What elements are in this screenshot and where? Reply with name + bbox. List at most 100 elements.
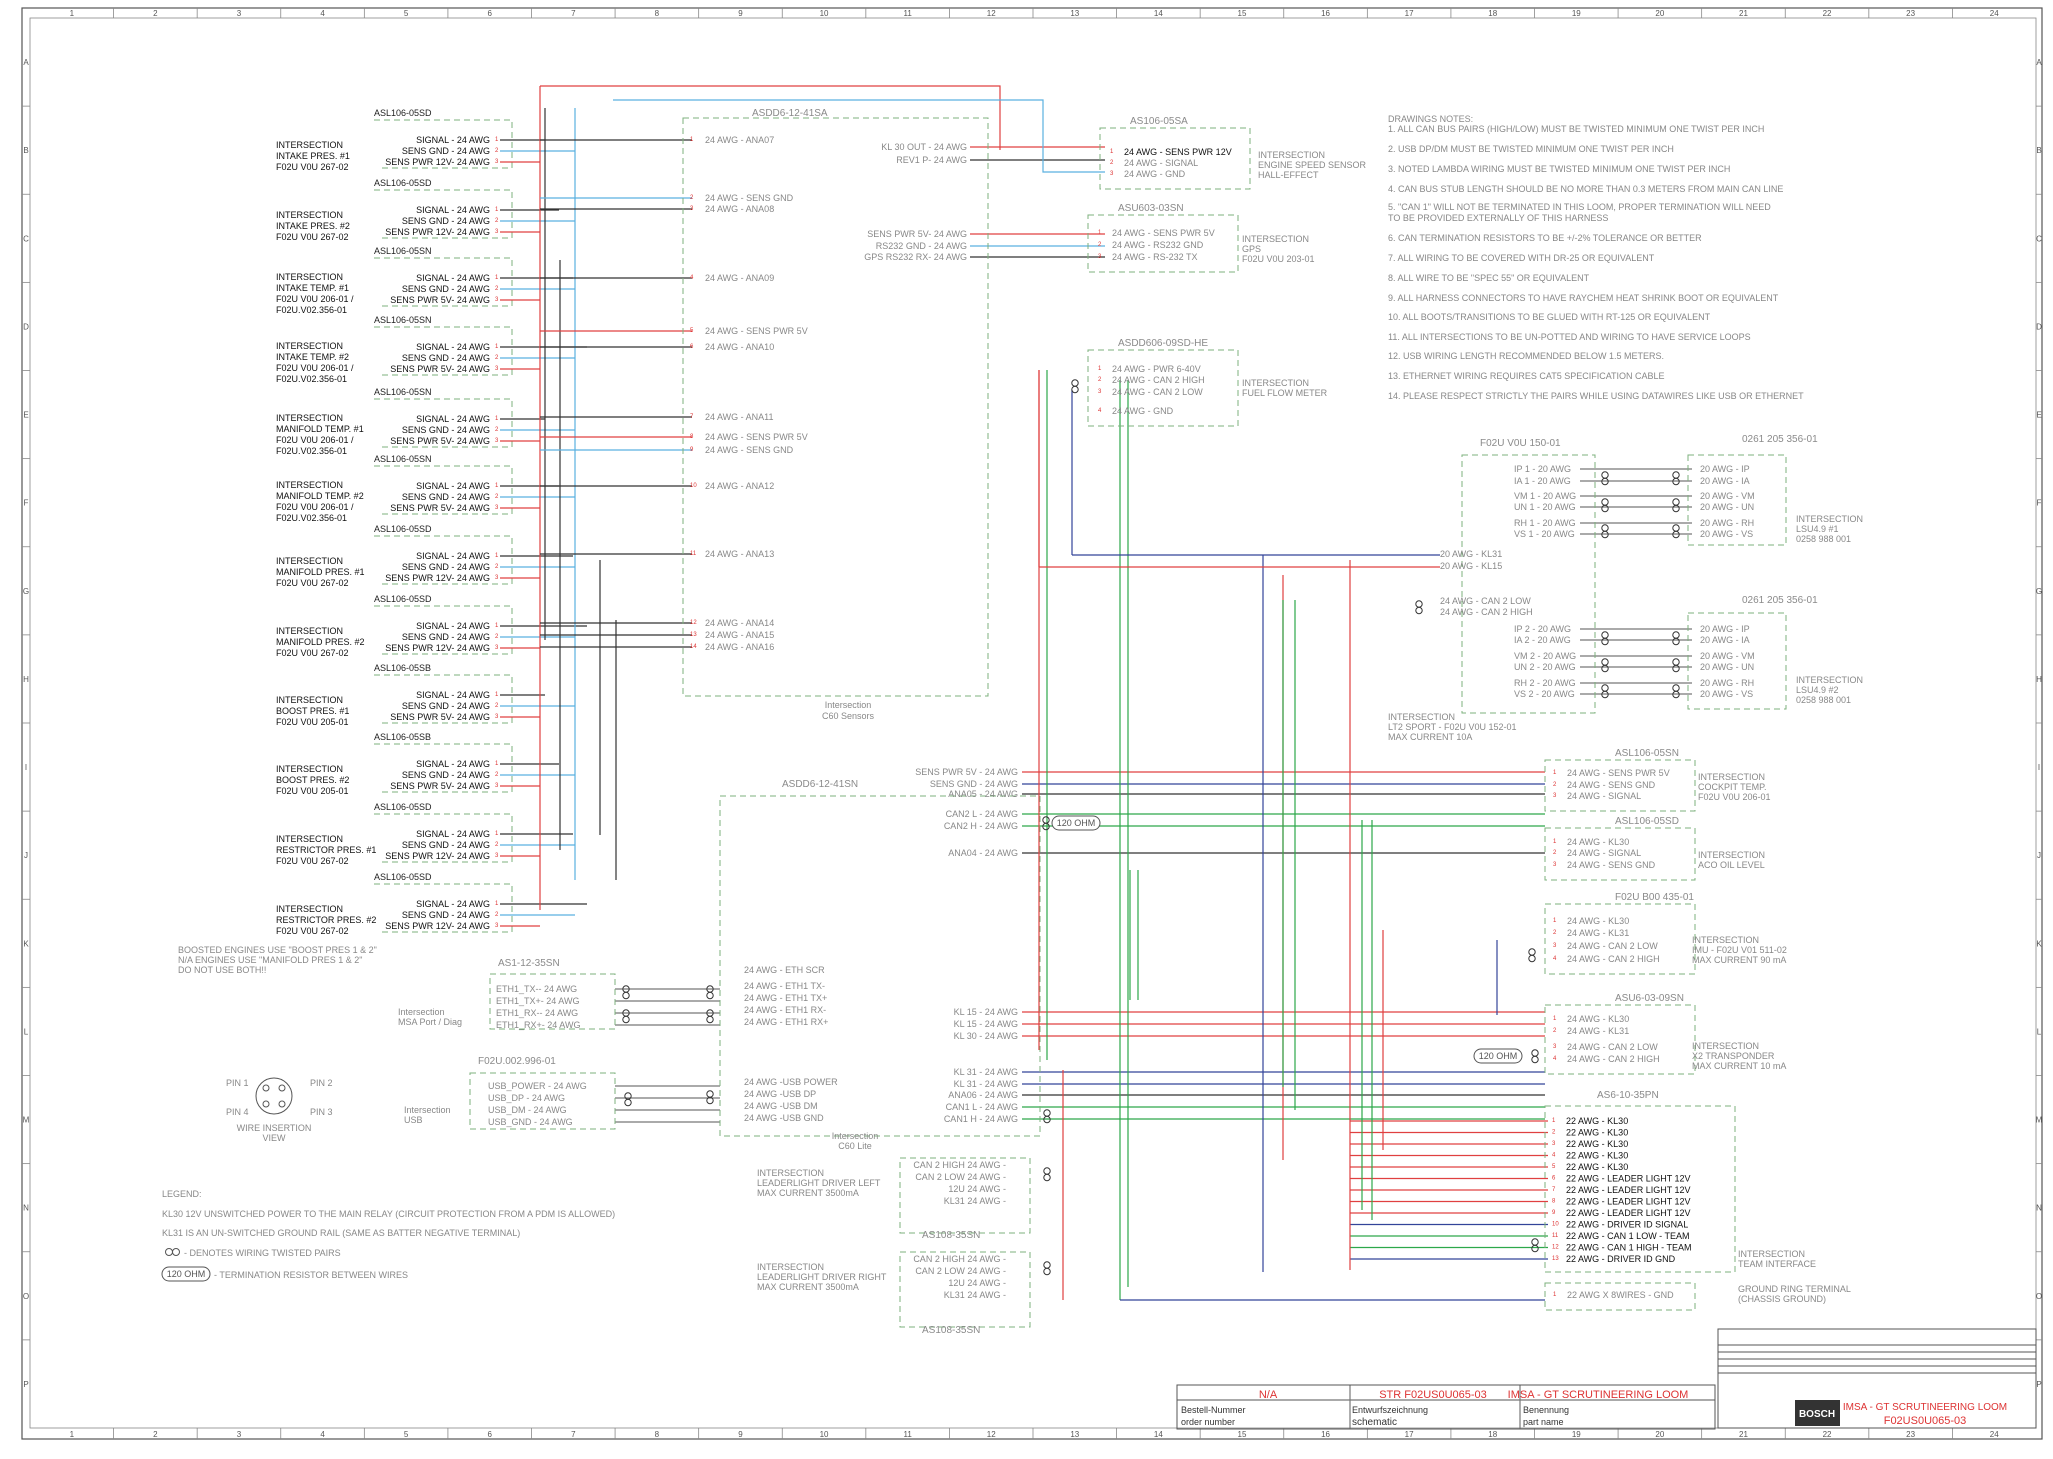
c60-lite-outline — [719, 795, 1041, 1137]
lambda2-connector-right: 0261 205 356-01 — [1742, 595, 1818, 606]
note-item: 5. "CAN 1" WILL NOT BE TERMINATED IN THI… — [1388, 202, 1771, 212]
grid-column-label: 13 — [1070, 1430, 1079, 1439]
gps-pin: 24 AWG - RS-232 TX — [1112, 252, 1198, 262]
c60-sensors-pin: 24 AWG - ANA10 — [705, 342, 774, 352]
grid-column-label: 24 — [1990, 1430, 1999, 1439]
usb-port-pin: USB_DP - 24 AWG — [488, 1093, 565, 1103]
cockpit-temp-pin: 24 AWG - SIGNAL — [1567, 791, 1641, 801]
twisted-pair-icon — [1672, 690, 1680, 699]
pin-number: 2 — [1553, 930, 1557, 936]
c60-lite-eth-pin: 24 AWG - ETH1 RX+ — [744, 1017, 828, 1027]
pin-number: 10 — [690, 483, 697, 489]
pin-number: 1 — [495, 553, 499, 559]
engine-speed-caption: INTERSECTION — [1258, 150, 1325, 160]
note-item: 4. CAN BUS STUB LENGTH SHOULD BE NO MORE… — [1388, 184, 1783, 194]
imu-caption: IMU - F02U V01 511-02 — [1692, 945, 1787, 955]
grid-row-label: C — [23, 234, 29, 243]
c60-sensors-pin: 24 AWG - SENS PWR 5V — [705, 432, 808, 442]
pin-number: 6 — [1552, 1176, 1556, 1182]
aco-oil-outline — [1544, 827, 1696, 881]
grid-column-label: 23 — [1906, 9, 1915, 18]
pin-number: 1 — [495, 137, 499, 143]
gps-pin: 24 AWG - RS232 GND — [1112, 240, 1204, 250]
grid-column-label: 5 — [404, 1430, 409, 1439]
leader-left-caption: LEADERLIGHT DRIVER LEFT — [757, 1178, 881, 1188]
leader-left-pin: CAN 2 HIGH 24 AWG - — [913, 1160, 1006, 1170]
leader-left-pin: 12U 24 AWG - — [948, 1184, 1006, 1194]
c60-sensors-pin: 24 AWG - SENS GND — [705, 445, 794, 455]
pin-number: 10 — [1552, 1222, 1559, 1228]
lambda2-caption: LSU4.9 #2 — [1796, 685, 1839, 695]
c60-lite-pin: KL 15 - 24 AWG — [954, 1019, 1018, 1029]
cockpit-temp-caption: F02U V0U 206-01 — [1698, 792, 1771, 802]
grid-column-label: 18 — [1488, 9, 1497, 18]
resistor-label: 120 OHM — [1479, 1051, 1518, 1061]
fuel-flow-pin: 24 AWG - CAN 2 HIGH — [1112, 375, 1205, 385]
legend-resistor — [161, 1266, 211, 1282]
sensor-wire-label: SENS GND - 24 AWG — [402, 146, 490, 156]
grid-column-label: 19 — [1572, 9, 1581, 18]
pin-number: 4 — [1553, 1056, 1557, 1062]
sensor-name: F02U V0U 267-02 — [276, 578, 349, 588]
twisted-pair-icon — [1042, 822, 1050, 831]
grid-row-label: I — [25, 763, 27, 772]
lambda1-caption: 0258 988 001 — [1796, 534, 1851, 544]
note-item: 3. NOTED LAMBDA WIRING MUST BE TWISTED M… — [1388, 164, 1730, 174]
sensor-name: F02U V0U 206-01 / — [276, 294, 354, 304]
twisted-pair-icon — [1672, 498, 1680, 506]
lambda1-left-pin: RH 1 - 20 AWG — [1514, 518, 1576, 528]
sensor-wire-label: SENS GND - 24 AWG — [402, 632, 490, 642]
grid-column-label: 24 — [1990, 9, 1999, 18]
pin-number: 3 — [1553, 862, 1557, 868]
pin-view-label: PIN 4 — [226, 1107, 249, 1117]
sensor-wire-label: SIGNAL - 24 AWG — [416, 481, 490, 491]
sensor-name: INTERSECTION — [276, 904, 343, 914]
pin-number: 1 — [1553, 1292, 1557, 1298]
sensor-wire-label: SENS PWR 12V- 24 AWG — [385, 643, 490, 653]
sensor-name: F02U.V02.356-01 — [276, 446, 347, 456]
ground-caption: (CHASSIS GROUND) — [1738, 1294, 1826, 1304]
order-label-en: order number — [1181, 1417, 1235, 1427]
lambda2-left-pin: VM 2 - 20 AWG — [1514, 651, 1576, 661]
team-pin: 22 AWG - DRIVER ID SIGNAL — [1566, 1220, 1688, 1230]
boost-note: BOOSTED ENGINES USE "BOOST PRES 1 & 2" — [178, 945, 377, 955]
note-item: 12. USB WIRING LENGTH RECOMMENDED BELOW … — [1388, 351, 1664, 361]
pin-number: 2 — [1110, 160, 1114, 166]
c60-lite-usb-pin: 24 AWG -USB GND — [744, 1113, 824, 1123]
pin-number: 1 — [1553, 770, 1557, 776]
grid-column-label: 1 — [70, 1430, 75, 1439]
pin-number: 2 — [1098, 377, 1102, 383]
fuel-flow-caption: INTERSECTION — [1242, 378, 1309, 388]
lambda-bottom-caption: INTERSECTION — [1388, 712, 1455, 722]
eth-port-caption: Intersection — [398, 1007, 445, 1017]
sensor-connector-label: ASL106-05SN — [374, 315, 432, 325]
pin-number: 2 — [495, 564, 499, 570]
c60-lite-pin: KL 31 - 24 AWG — [954, 1067, 1018, 1077]
transponder-caption: MAX CURRENT 10 mA — [1692, 1061, 1786, 1071]
twisted-pair-icon — [1601, 664, 1609, 673]
sensor-wire-label: SIGNAL - 24 AWG — [416, 829, 490, 839]
c60-lite-pin: CAN1 H - 24 AWG — [944, 1114, 1018, 1124]
grid-row-label: H — [23, 675, 29, 684]
drawing-type-value: schematic — [1352, 1417, 1397, 1428]
lambda2-can: 24 AWG - CAN 2 HIGH — [1440, 607, 1533, 617]
leader-left-connector: AS108-35SN — [922, 1230, 980, 1241]
grid-column-label: 15 — [1238, 1430, 1247, 1439]
lambda2-caption: INTERSECTION — [1796, 675, 1863, 685]
pin-number: 6 — [690, 344, 694, 350]
c60-lite-pin: KL 30 - 24 AWG — [954, 1031, 1018, 1041]
pin-number: 3 — [1553, 1044, 1557, 1050]
grid-column-label: 13 — [1070, 9, 1079, 18]
pin-number: 3 — [495, 366, 499, 372]
sensor-name: INTAKE TEMP. #1 — [276, 283, 349, 293]
lambda2-right-pin: 20 AWG - IP — [1700, 624, 1750, 634]
sensor-wire-label: SENS PWR 12V- 24 AWG — [385, 157, 490, 167]
sensor-connector-label: ASL106-05SN — [374, 246, 432, 256]
grid-row-label: M — [2036, 1116, 2043, 1125]
legend-item: - DENOTES WIRING TWISTED PAIRS — [184, 1248, 341, 1258]
sensor-name: F02U V0U 205-01 — [276, 717, 349, 727]
twisted-pair-icon — [1601, 530, 1609, 539]
leader-left-outline — [899, 1157, 1031, 1234]
lambda1-left-pin: IA 1 - 20 AWG — [1514, 476, 1571, 486]
